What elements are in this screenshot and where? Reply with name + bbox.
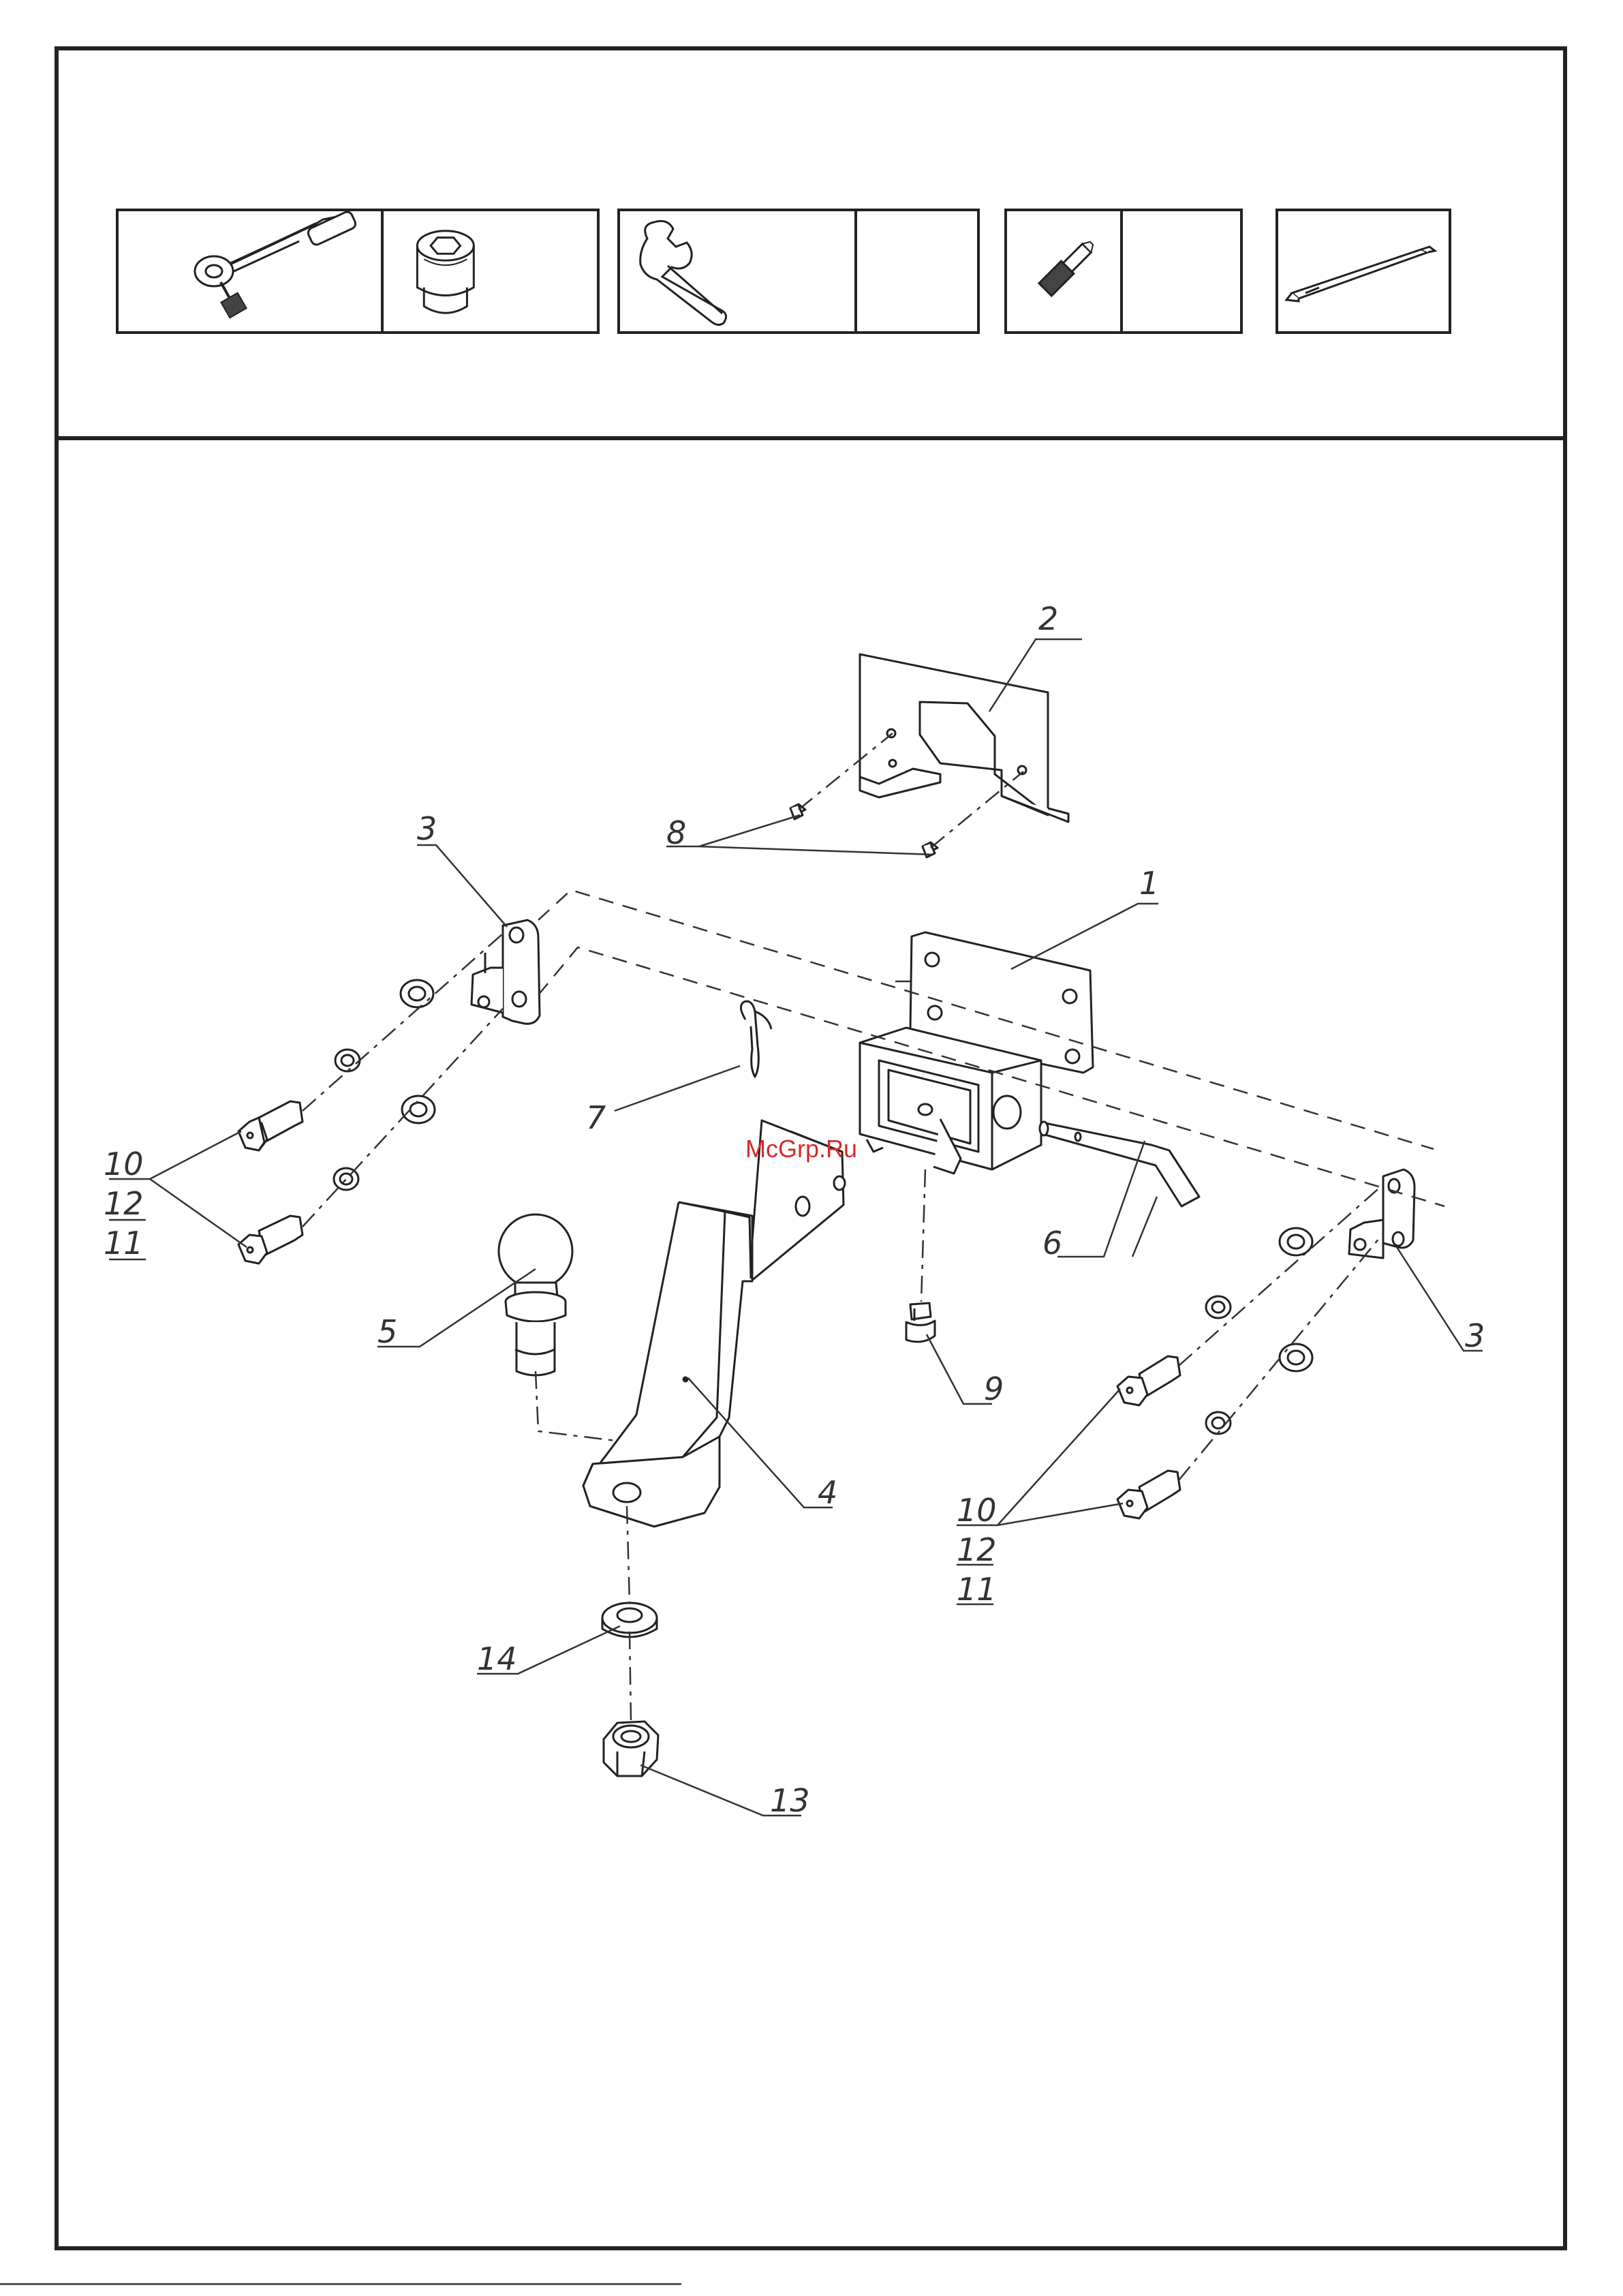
callout-14: 14 bbox=[477, 1640, 517, 1677]
part-7-hitch-clip bbox=[741, 1001, 771, 1077]
callout-10-right: 10 bbox=[957, 1492, 997, 1529]
callout-12-left: 12 bbox=[104, 1185, 144, 1222]
assembly-centerlines bbox=[303, 733, 1383, 1721]
part-3-left-bracket bbox=[472, 920, 540, 1024]
part-8-screws bbox=[790, 804, 938, 857]
callout-7: 7 bbox=[586, 1099, 606, 1136]
right-bolts bbox=[1117, 1356, 1180, 1518]
part-6-pin bbox=[1040, 1122, 1199, 1206]
callout-3-right: 3 bbox=[1465, 1317, 1485, 1354]
callout-10-left: 10 bbox=[104, 1146, 144, 1182]
callout-1: 1 bbox=[1139, 865, 1159, 902]
right-washers bbox=[1206, 1228, 1312, 1434]
callout-2: 2 bbox=[1038, 600, 1058, 637]
left-bolts bbox=[238, 1101, 303, 1264]
callout-11-left: 11 bbox=[104, 1225, 144, 1261]
part-5-tow-ball bbox=[499, 1214, 572, 1375]
part-2-cover-bracket bbox=[860, 654, 1068, 822]
callout-6: 6 bbox=[1042, 1225, 1062, 1261]
callout-3-left: 3 bbox=[417, 810, 437, 847]
bottom-edge-line bbox=[0, 2283, 681, 2285]
part-3-right-bracket bbox=[1349, 1169, 1415, 1258]
callout-9: 9 bbox=[984, 1371, 1004, 1407]
part-9-bolt bbox=[906, 1303, 935, 1342]
part-13-nut bbox=[604, 1721, 658, 1776]
part-4-ball-mount bbox=[583, 1120, 845, 1527]
callout-8: 8 bbox=[666, 814, 686, 851]
callout-11-right: 11 bbox=[957, 1571, 997, 1608]
left-washers bbox=[334, 980, 435, 1190]
watermark: McGrp.Ru bbox=[745, 1135, 857, 1163]
callout-5: 5 bbox=[377, 1313, 397, 1350]
callout-12-right: 12 bbox=[957, 1531, 997, 1568]
callout-4: 4 bbox=[818, 1474, 837, 1511]
callout-13: 13 bbox=[770, 1782, 810, 1819]
